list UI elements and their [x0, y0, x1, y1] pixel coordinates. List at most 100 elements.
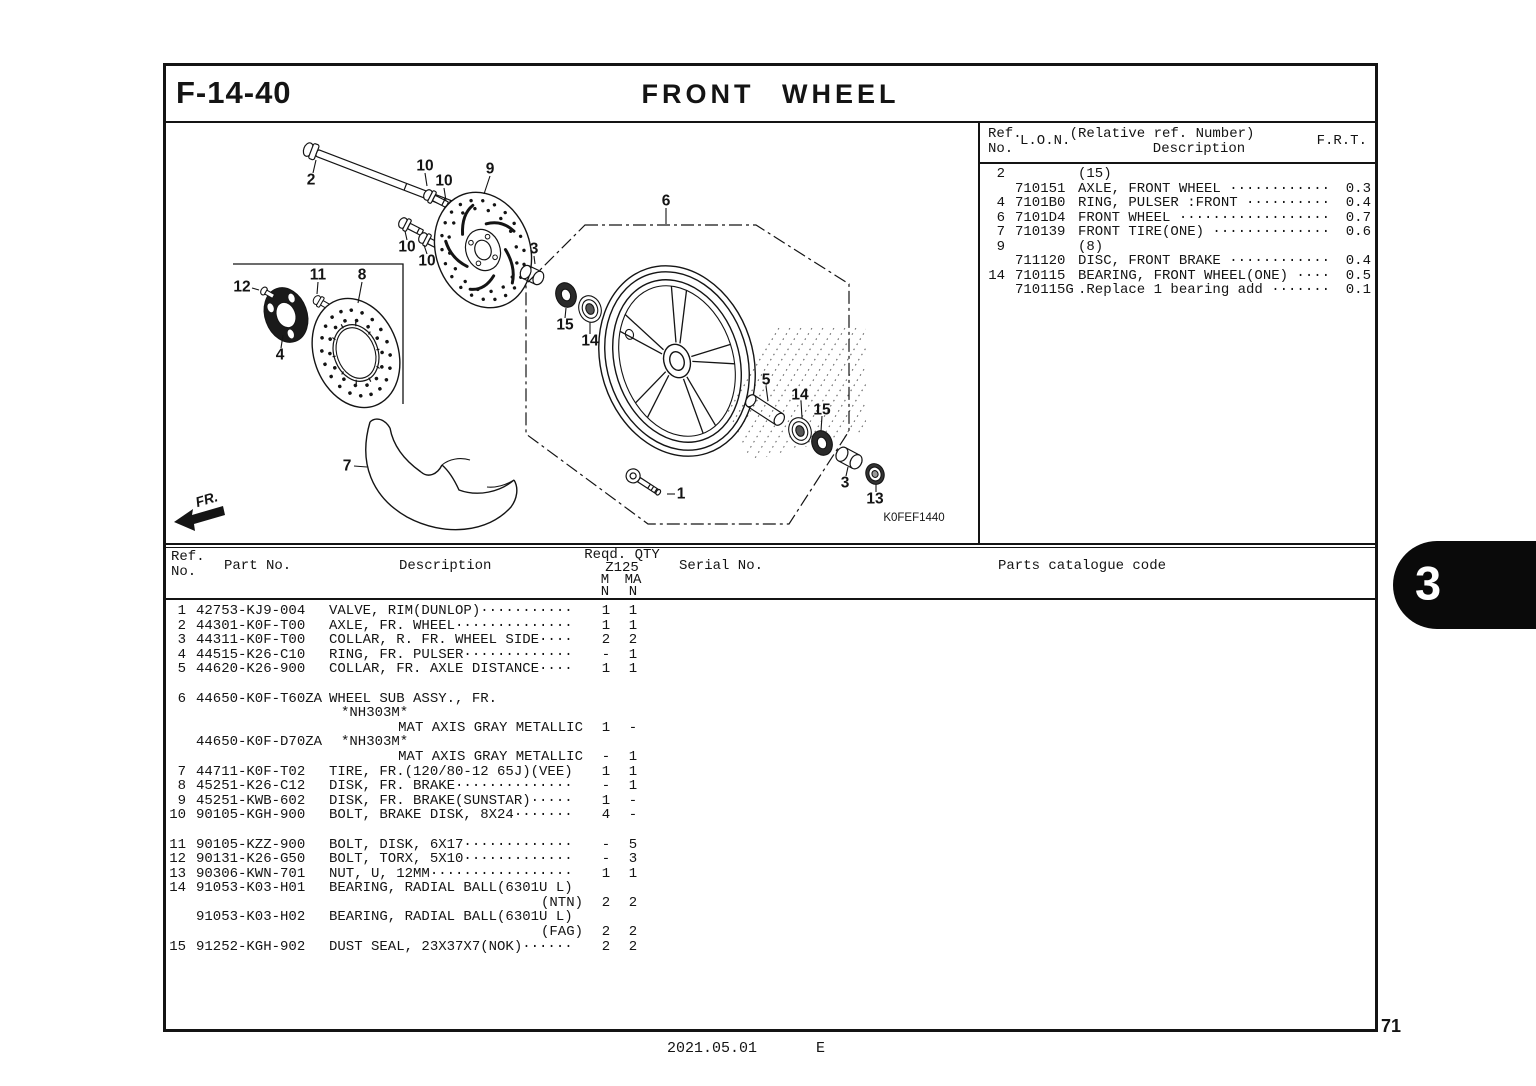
page-frame: F-14-40 FRONT WHEEL [163, 63, 1378, 1032]
cell-desc: BOLT, BRAKE DISK, 8X24······· [329, 807, 573, 824]
cell-ref: 4 [996, 195, 1005, 211]
col-model: Z125 [605, 560, 639, 576]
cell-desc: (15) [1078, 166, 1112, 182]
cell-frt: 0.4 [1345, 195, 1371, 211]
part-callout: 3 [841, 475, 850, 492]
cell-ref: 12 [169, 851, 186, 868]
cell-desc: (FAG) [540, 924, 583, 941]
cell-desc: MAT AXIS GRAY METALLIC [398, 748, 583, 765]
desc-col-header: (Relative ref. Number) [1069, 126, 1255, 142]
cell-desc: BEARING, RADIAL BALL(6301U L) [329, 909, 573, 926]
cell-part: 44620-K26-900 [196, 661, 306, 678]
ref-table-row: 9(8) [980, 238, 1375, 255]
part-callout: 15 [813, 402, 831, 419]
cell-m: 2 [601, 938, 611, 955]
cell-desc: (NTN) [540, 894, 583, 911]
header-divider [980, 162, 1375, 164]
cell-ma: 2 [628, 894, 638, 911]
axle-nut [865, 463, 885, 485]
part-callout: 2 [307, 172, 316, 189]
cell-ma: - [628, 807, 638, 824]
cell-desc: VALVE, RIM(DUNLOP)··········· [329, 603, 573, 619]
cell-lon: 710139 [1015, 224, 1066, 240]
cell-frt: 0.1 [1345, 282, 1371, 298]
cell-frt: 0.6 [1345, 224, 1371, 240]
part-callout: 14 [791, 387, 809, 404]
col-parts-catalogue-code: Parts catalogue code [997, 558, 1167, 574]
col-n: N [600, 584, 610, 600]
sub-assembly-bracket [233, 263, 404, 404]
cell-part: 91252-KGH-902 [196, 938, 306, 955]
cell-lon: 7101B0 [1015, 195, 1066, 211]
part-callout: 15 [556, 317, 574, 334]
cell-desc: RING, PULSER :FRONT ·········· [1078, 195, 1331, 211]
col-m: M [600, 572, 610, 588]
cell-ref: 8 [177, 778, 186, 795]
cell-m: 1 [601, 719, 611, 736]
cell-lon: 710115 [1015, 267, 1066, 284]
cell-ma: 1 [628, 603, 638, 619]
chapter-tab: 3 [1393, 541, 1536, 629]
part-callout: 12 [233, 279, 250, 296]
front-wheel [598, 265, 756, 457]
cell-desc: DUST SEAL, 23X37X7(NOK)······ [329, 938, 573, 955]
cell-desc: BEARING, RADIAL BALL(6301U L) [329, 880, 573, 897]
col-n: N [628, 584, 638, 600]
cell-ref: 14 [988, 267, 1005, 284]
cell-part: 45251-KWB-602 [196, 792, 306, 809]
cell-ref: 5 [177, 661, 186, 678]
assembly-boundary [525, 224, 850, 525]
cell-ref: 6 [996, 209, 1005, 226]
cell-part: 44311-K0F-T00 [196, 632, 306, 649]
cell-m: 2 [601, 924, 611, 941]
cell-desc: FRONT TIRE(ONE) ·············· [1078, 224, 1331, 240]
torx-bolt [260, 286, 276, 300]
chapter-number: 3 [1415, 556, 1442, 610]
cell-ref: 9 [996, 238, 1005, 255]
cell-ref: 11 [169, 836, 186, 853]
cell-m: 1 [601, 865, 611, 882]
fr-label: FR. [193, 488, 219, 510]
cell-desc: DISK, FR. BRAKE(SUNSTAR)····· [329, 792, 573, 809]
cell-part: 90131-K26-G50 [196, 851, 306, 868]
cell-m: 2 [601, 894, 611, 911]
cell-desc: BEARING, FRONT WHEEL(ONE) ···· [1078, 267, 1331, 284]
page-footer: 2021.05.01 E [0, 1040, 1536, 1062]
cell-ref: 6 [177, 690, 186, 707]
cell-part: 44515-K26-C10 [196, 646, 306, 663]
front-wheel-drawing: 21010101093121184151465141531317K0FEF144… [174, 142, 945, 531]
cell-part: 91053-K03-H01 [196, 880, 306, 897]
revision-code: E [816, 1040, 826, 1057]
cell-ref: 15 [169, 938, 186, 955]
ref-col-header: Ref. No. [988, 126, 1022, 157]
cell-m: 2 [601, 632, 611, 649]
cell-desc: DISC, FRONT BRAKE ············ [1078, 253, 1331, 269]
cell-frt: 0.4 [1345, 253, 1371, 269]
cell-ref: 3 [177, 632, 186, 649]
part-callout: 3 [530, 241, 539, 258]
cell-desc: COLLAR, FR. AXLE DISTANCE···· [329, 661, 573, 678]
cell-desc: COLLAR, R. FR. WHEEL SIDE···· [329, 632, 573, 649]
parts-table-row: 15 91252-KGH-902 DUST SEAL, 23X37X7(NOK)··… [166, 938, 1375, 955]
frt-col-header: F.R.T. [1316, 133, 1367, 149]
cell-m: - [601, 851, 611, 868]
collar-right [835, 446, 863, 470]
parts-table-row: 44650-K0F-D70ZA*NH303M* [166, 734, 1375, 750]
cell-ma: 1 [628, 646, 638, 663]
cell-desc: TIRE, FR.(120/80-12 65J)(VEE) [329, 763, 573, 780]
cell-desc: BOLT, DISK, 6X17············· [329, 836, 573, 853]
